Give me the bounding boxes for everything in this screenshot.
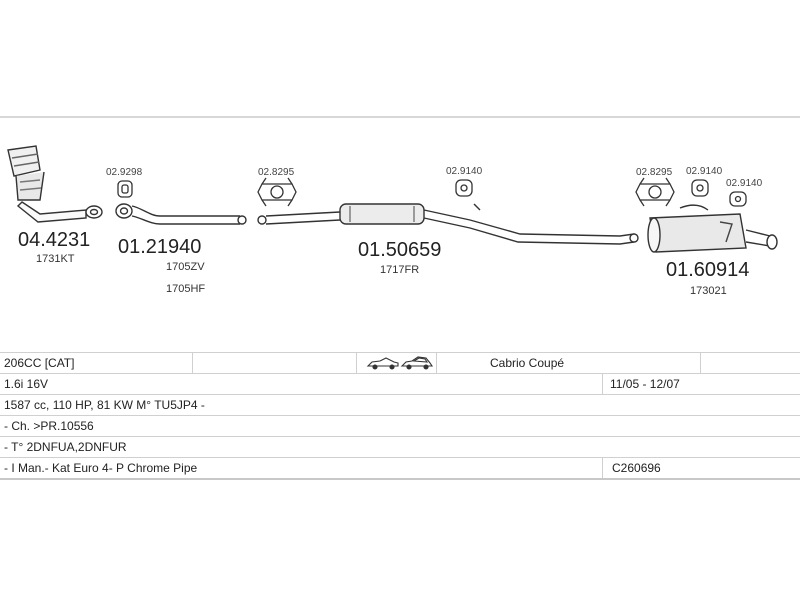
spec-row: 1587 cc, 110 HP, 81 KW M° TU5JP4 - xyxy=(0,395,800,416)
cell-divider xyxy=(356,353,357,373)
middle-silencer-ref: 1717FR xyxy=(380,264,419,276)
clamp-icon[interactable] xyxy=(635,177,675,207)
vehicle-body-type: Cabrio Coupé xyxy=(490,356,565,370)
accessory-code: 02.9140 xyxy=(446,166,483,177)
spec-row: - I Man.- Kat Euro 4- P Chrome Pipe C260… xyxy=(0,458,800,480)
accessory-code: 02.8295 xyxy=(258,167,295,178)
vehicle-engine: 1.6i 16V xyxy=(4,377,49,391)
vehicle-types: - T° 2DNFUA,2DNFUR xyxy=(4,440,127,454)
clamp-icon[interactable] xyxy=(257,177,297,207)
hanger-icon[interactable] xyxy=(455,179,473,197)
vehicle-model: 206CC [CAT] xyxy=(4,356,75,370)
accessory-code: 02.9140 xyxy=(686,166,723,177)
cell-divider xyxy=(700,353,701,373)
car-body-icon xyxy=(366,356,434,370)
gasket-icon[interactable] xyxy=(117,180,133,198)
spec-row: - T° 2DNFUA,2DNFUR xyxy=(0,437,800,458)
cell-divider xyxy=(602,458,603,478)
accessory-code: 02.9140 xyxy=(726,178,763,189)
hanger-icon[interactable] xyxy=(691,179,709,197)
rear-silencer-part[interactable] xyxy=(647,204,778,253)
cell-divider xyxy=(436,353,437,373)
rear-silencer-ref: 173021 xyxy=(690,285,727,297)
frame-divider xyxy=(0,116,800,118)
vehicle-spec-table: 206CC [CAT] Cabrio Coupé 1.6i 16V 11/05 … xyxy=(0,352,800,480)
spec-row: 206CC [CAT] Cabrio Coupé xyxy=(0,352,800,374)
vehicle-specs: 1587 cc, 110 HP, 81 KW M° TU5JP4 - xyxy=(4,398,205,412)
cell-divider xyxy=(602,374,603,394)
rear-silencer-code: 01.60914 xyxy=(666,259,749,281)
cell-divider xyxy=(192,353,193,373)
catalyst-code: 04.4231 xyxy=(18,229,90,251)
front-pipe-ref-alt: 1705HF xyxy=(166,283,205,295)
hanger-icon[interactable] xyxy=(729,191,747,207)
spec-row: - Ch. >PR.10556 xyxy=(0,416,800,437)
accessory-code: 02.8295 xyxy=(636,167,673,178)
vehicle-notes: - I Man.- Kat Euro 4- P Chrome Pipe xyxy=(4,461,198,475)
front-pipe-code: 01.21940 xyxy=(118,236,201,258)
catalyst-ref: 1731KT xyxy=(36,253,75,265)
middle-silencer-part[interactable] xyxy=(257,203,639,245)
middle-silencer-code: 01.50659 xyxy=(358,239,441,261)
catalog-code: C260696 xyxy=(612,461,661,475)
spec-row: 1.6i 16V 11/05 - 12/07 xyxy=(0,374,800,395)
vehicle-chassis: - Ch. >PR.10556 xyxy=(4,419,94,433)
catalyst-part[interactable] xyxy=(7,145,103,223)
front-pipe-part[interactable] xyxy=(115,203,247,225)
vehicle-years: 11/05 - 12/07 xyxy=(610,377,680,391)
accessory-code: 02.9298 xyxy=(106,167,143,178)
exhaust-diagram: 04.4231 1731KT 02.9298 01.21940 1705ZV 1… xyxy=(7,145,778,297)
front-pipe-ref: 1705ZV xyxy=(166,261,205,273)
